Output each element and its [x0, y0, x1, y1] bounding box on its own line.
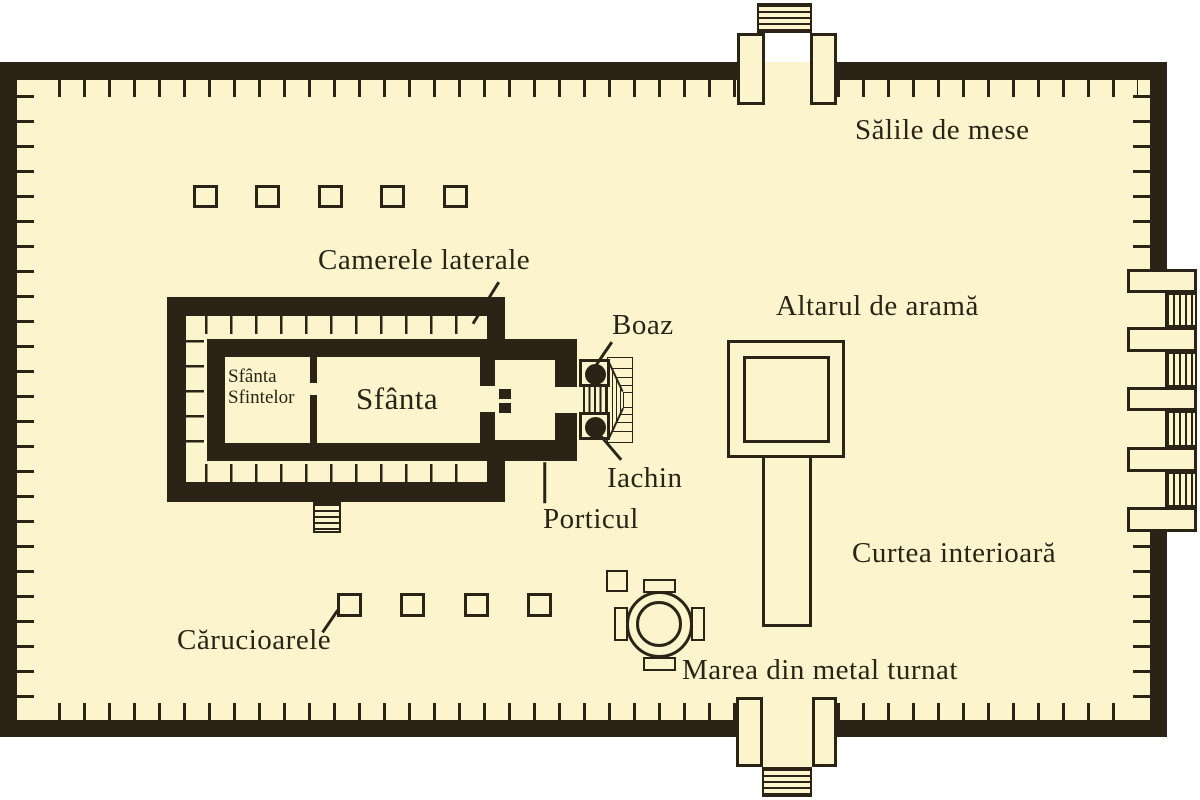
east-gate-bar: [1127, 507, 1197, 532]
label-carucioarele: Cărucioarele: [177, 624, 332, 656]
wall-ticks-right-lower: [1133, 545, 1150, 710]
north-gate-post: [810, 33, 837, 105]
wall-ticks-bottom-right: [837, 703, 1137, 720]
label-altarul-de-arama: Altarul de aramă: [776, 290, 979, 322]
pillar-iachin: [579, 412, 610, 440]
holy-place-room: [317, 357, 480, 443]
side-chambers-ticks-bottom: [205, 464, 478, 482]
sea-tab-south: [643, 657, 676, 671]
label-marea-din-metal-turnat: Marea din metal turnat: [682, 654, 958, 686]
door-post: [499, 389, 511, 399]
pillar-iachin-column: [585, 416, 606, 438]
east-gate-chamber: [1165, 472, 1197, 507]
stand-square: [318, 185, 343, 208]
leader-porticul: [543, 462, 547, 504]
cart-square: [337, 593, 362, 617]
east-gate-bar: [1127, 327, 1197, 352]
label-salile-de-mese: Sălile de mese: [855, 114, 1030, 146]
bronze-altar: [727, 340, 845, 458]
south-gate-post: [812, 697, 837, 767]
stand-square: [443, 185, 468, 208]
porch-east-opening: [553, 387, 577, 413]
wall-ticks-top-right: [837, 80, 1138, 97]
side-chambers-ticks-top: [205, 316, 478, 334]
east-gate-bar: [1127, 387, 1197, 411]
north-gate-stairs: [757, 3, 812, 33]
side-chambers-ticks-left: [186, 340, 204, 446]
label-porticul: Porticul: [543, 503, 639, 535]
east-gate-bar: [1127, 269, 1197, 293]
inner-door-gap: [307, 383, 320, 395]
east-gate-chamber: [1165, 411, 1197, 447]
side-chambers-stairs: [313, 502, 341, 533]
wall-ticks-bottom-left: [58, 703, 736, 720]
porch-entrance-steps: [583, 387, 608, 413]
east-gate-chamber: [1165, 293, 1197, 327]
altar-ramp: [762, 455, 812, 627]
door-post: [499, 403, 511, 413]
pillar-boaz-column: [585, 363, 606, 385]
wall-ticks-right-upper: [1133, 95, 1150, 265]
label-boaz: Boaz: [612, 309, 674, 341]
stand-square: [380, 185, 405, 208]
cart-square: [400, 593, 425, 617]
porch-floor: [495, 360, 555, 440]
north-gate-passage: [765, 62, 810, 80]
label-sfanta-sfintelor-line1: Sfânta: [228, 366, 277, 387]
molten-sea-basin: [636, 601, 682, 647]
cart-square: [464, 593, 489, 617]
label-iachin: Iachin: [607, 462, 683, 494]
holy-of-holies-room: [225, 357, 310, 443]
label-sfanta-sfintelor-line2: Sfintelor: [228, 387, 295, 408]
portal-step: [623, 392, 633, 408]
east-gate-chamber: [1165, 352, 1197, 387]
east-gate-bar: [1127, 447, 1197, 472]
label-curtea-interioara: Curtea interioară: [852, 537, 1057, 569]
laver-square: [606, 570, 628, 592]
wall-ticks-top-left: [58, 80, 737, 97]
south-gate-stairs: [762, 767, 812, 797]
south-gate-passage: [763, 720, 812, 767]
wall-ticks-left: [17, 95, 34, 713]
stand-square: [193, 185, 218, 208]
label-camerele-laterale: Camerele laterale: [318, 244, 531, 276]
sea-tab-east: [691, 607, 705, 641]
temple-east-door-gap: [478, 386, 497, 412]
south-gate-post: [736, 697, 763, 767]
pillar-boaz: [579, 359, 610, 387]
label-sfanta-sfintelor: Sfânta Sfintelor: [228, 366, 295, 408]
cart-square: [527, 593, 552, 617]
label-sfanta: Sfânta: [356, 381, 439, 416]
bronze-altar-hearth: [743, 356, 830, 443]
north-gate-post: [737, 33, 765, 105]
stand-square: [255, 185, 280, 208]
